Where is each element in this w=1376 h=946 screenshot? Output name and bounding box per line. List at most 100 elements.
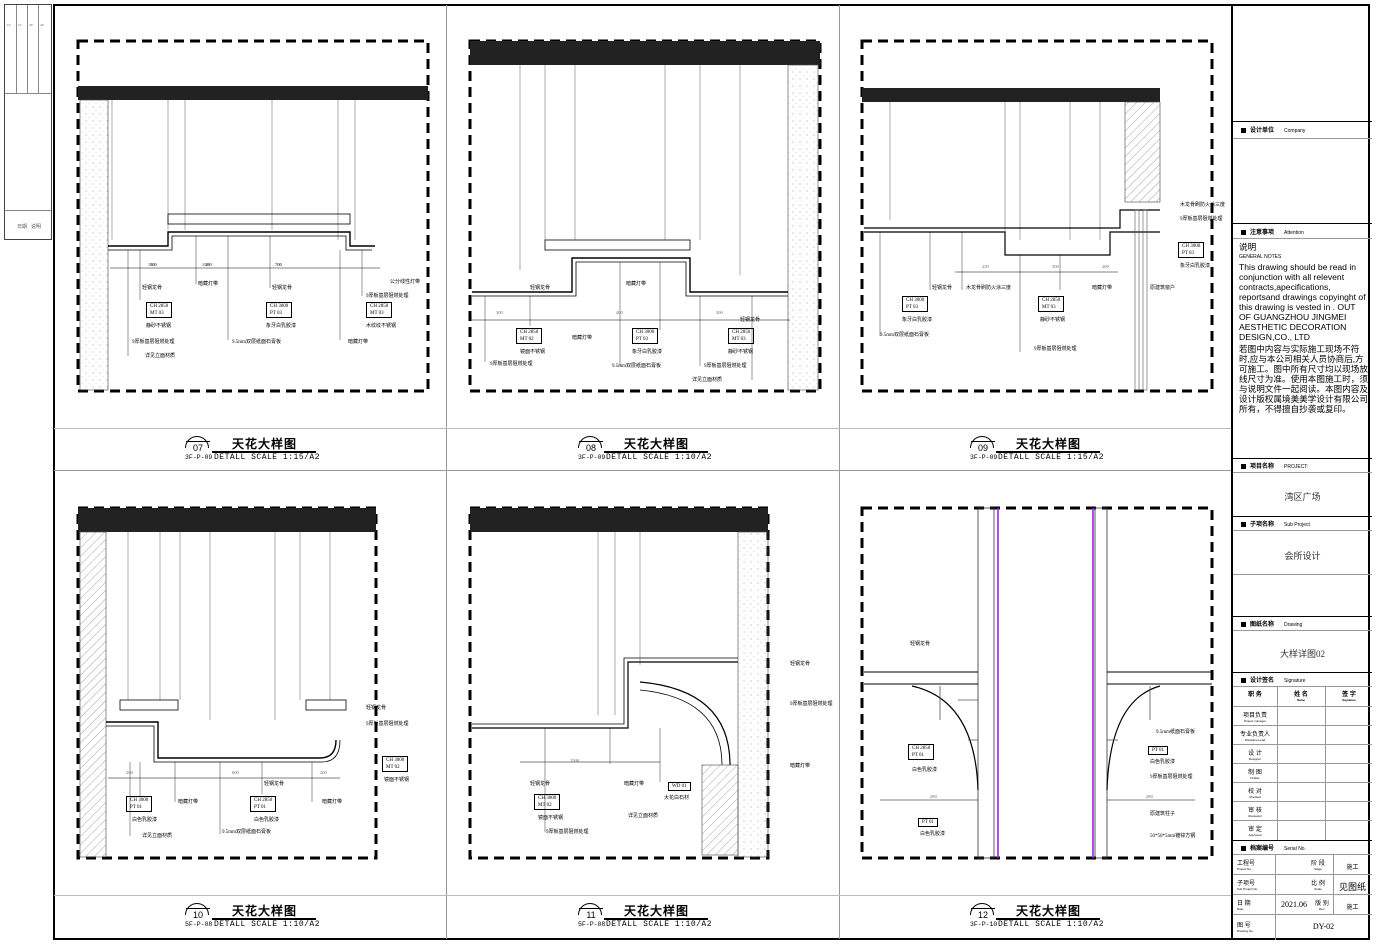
annotation: 公分线性灯带 <box>390 280 421 285</box>
detail-reference: 3F-P-10 <box>970 921 998 928</box>
dimension: 1500 <box>570 758 579 763</box>
detail-scale: DETALL SCALE 1:10/A2 <box>998 920 1105 929</box>
title-underline <box>604 918 708 920</box>
grid-divider <box>839 5 840 939</box>
detail-reference: 3F-P-09 <box>185 454 213 461</box>
annotation: 轻钢龙骨 <box>530 782 551 787</box>
material-name: 白色乳胶漆 <box>254 818 280 823</box>
sig-head: 职 务 <box>1248 692 1262 698</box>
annotation: 详见立面材质 <box>692 378 723 383</box>
annotation: 暗藏灯带 <box>572 336 593 341</box>
annotation: 轻钢龙骨 <box>264 782 285 787</box>
annotation: 9.5mm纸面石膏板 <box>1156 730 1196 735</box>
annotation: 轻钢龙骨 <box>142 286 163 291</box>
detail-number: 10 <box>186 908 210 921</box>
strip-cell: 说明 <box>31 225 42 230</box>
drawing-number: DY-02 <box>1312 922 1335 931</box>
annotation: 9厚板基层阻燃处理 <box>1150 775 1193 780</box>
dimension: 250 <box>982 264 989 269</box>
material-name: 象牙白乳胶漆 <box>632 350 663 355</box>
dimension: 200 <box>126 770 133 775</box>
notes-subtitle: GENERAL NOTES <box>1239 254 1282 260</box>
svg-text:300: 300 <box>150 262 158 267</box>
annotation: 9厚板基层阻燃处理 <box>1180 217 1223 222</box>
svg-text:700: 700 <box>275 262 283 267</box>
detail-title: 天花大样图 <box>1016 904 1082 918</box>
annotation: 50*50*5mm镀锌方钢 <box>1150 834 1196 839</box>
annotation: 9厚板基层阻燃处理 <box>704 364 747 369</box>
annotation: 9厚板基层阻燃处理 <box>132 340 175 345</box>
strip-cell: CC <box>7 23 12 27</box>
dimension: 300 <box>716 310 723 315</box>
drawing-name: 大样详图02 <box>1279 649 1325 659</box>
notes-title: 说明 <box>1239 242 1257 252</box>
material-name: 木纹纹不锈钢 <box>366 324 397 329</box>
annotation: 暗藏灯带 <box>198 282 219 287</box>
annotation: 轻钢龙骨 <box>530 286 551 291</box>
annotation: 轻钢龙骨 <box>272 286 293 291</box>
annotation: 轻钢龙骨 <box>932 286 953 291</box>
notes-chinese: 若图中内容与实际施工现场不符时,应与本公司相关人员协商后,方可施工。图中所有尺寸… <box>1239 344 1368 414</box>
title-underline <box>996 918 1100 920</box>
dimension: 400 <box>616 310 623 315</box>
detail-scale: DETALL SCALE 1:10/A2 <box>214 920 321 929</box>
annotation: 9厚板基层阻燃处理 <box>366 722 409 727</box>
annotations: 轻钢龙骨 轻钢龙骨 暗藏灯带 9厚板基层阻燃处理 详见立面材质 9.5mm双层纸… <box>126 203 1225 839</box>
annotation: 轻钢龙骨 <box>740 318 761 323</box>
strip-cell: AY <box>40 23 45 27</box>
material-name: 镜面不锈钢 <box>384 778 410 783</box>
detail-title: 天花大样图 <box>624 437 690 451</box>
detail-11 <box>468 506 770 860</box>
detail-scale: DETALL SCALE 1:10/A2 <box>606 920 713 929</box>
annotation: 9厚板基层阻燃处理 <box>366 294 409 299</box>
annotation: 9厚板基层阻燃处理 <box>790 702 833 707</box>
detail-title: 天花大样图 <box>232 437 298 451</box>
annotation: 9厚板基层阻燃处理 <box>546 830 589 835</box>
detail-08 <box>468 39 822 393</box>
material-name: 白色乳胶漆 <box>920 832 946 837</box>
material-name: 象牙白乳胶漆 <box>1180 264 1211 269</box>
detail-title: 天花大样图 <box>1016 437 1082 451</box>
strip-cell: CC <box>18 23 23 27</box>
detail-reference: 3F-P-09 <box>970 454 998 461</box>
dimension: 200 <box>320 770 327 775</box>
title-underline <box>604 451 708 453</box>
annotation: 9.5mm双层纸面石膏板 <box>232 340 282 345</box>
annotation: 9厚板基层阻燃处理 <box>490 362 533 367</box>
annotation: 9.5mm双层纸面石膏板 <box>612 364 662 369</box>
material-tag: PT 01 <box>918 818 938 827</box>
dimension: 280 <box>1146 794 1153 799</box>
general-notes: 说明 GENERAL NOTES This drawing should be … <box>1239 242 1369 414</box>
annotation: 原建筑窗户 <box>1150 286 1176 291</box>
annotation: 暗藏灯带 <box>322 800 343 805</box>
grid-divider <box>446 5 447 939</box>
annotation: 详见立面材质 <box>142 834 173 839</box>
strip-cell: AY <box>29 23 34 27</box>
annotation: 9厚板基层阻燃处理 <box>1034 347 1077 352</box>
